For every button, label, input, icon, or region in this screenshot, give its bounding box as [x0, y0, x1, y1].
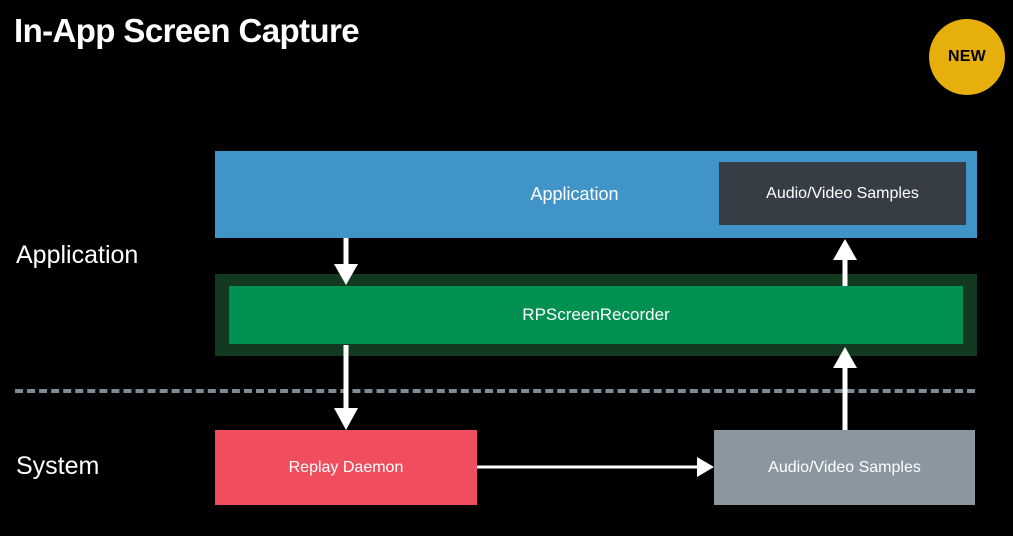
app-audio-video-samples-box: Audio/Video Samples — [719, 162, 966, 225]
application-band: Application Audio/Video Samples — [215, 151, 977, 238]
arrow-replay-daemon-to-system-samples — [477, 457, 714, 477]
application-band-label: Application — [530, 184, 619, 204]
lane-label-system: System — [16, 452, 100, 480]
system-audio-video-samples-box: Audio/Video Samples — [714, 430, 975, 505]
system-audio-video-samples-label: Audio/Video Samples — [768, 458, 921, 476]
new-badge: NEW — [929, 19, 1005, 95]
rpscreenrecorder-label: RPScreenRecorder — [522, 305, 670, 324]
new-badge-label: NEW — [948, 48, 986, 65]
arrow-rpscreenrecorder-to-replay-daemon — [334, 345, 358, 430]
replay-daemon-label: Replay Daemon — [288, 458, 404, 476]
rpscreenrecorder-outline: RPScreenRecorder — [215, 274, 977, 356]
replay-daemon-box: Replay Daemon — [215, 430, 477, 505]
lane-label-application: Application — [16, 241, 139, 269]
app-audio-video-samples-label: Audio/Video Samples — [766, 184, 919, 202]
lane-divider — [15, 389, 975, 393]
rpscreenrecorder-box: RPScreenRecorder — [229, 286, 963, 344]
page-title: In-App Screen Capture — [14, 12, 360, 49]
